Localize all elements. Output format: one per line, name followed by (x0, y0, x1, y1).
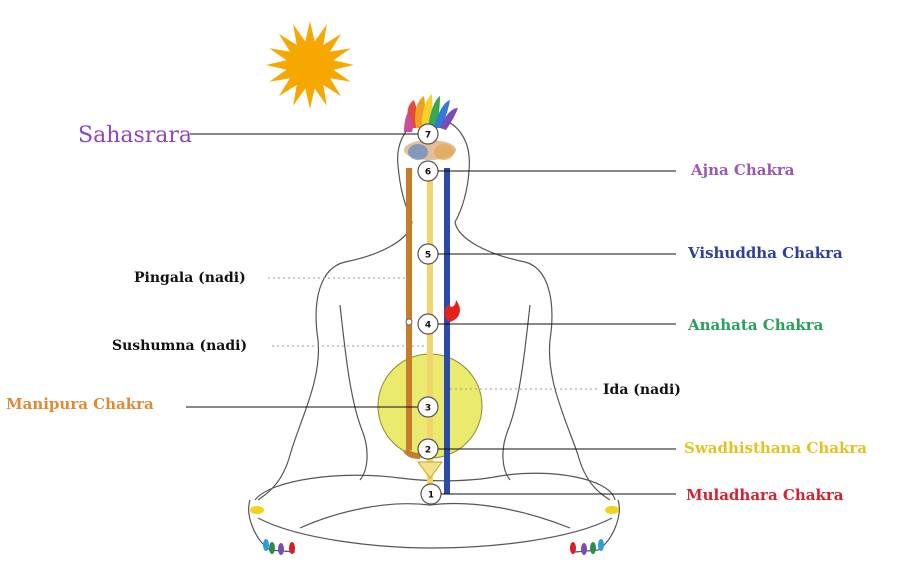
leader-lines (186, 133, 676, 495)
flame-icon (444, 300, 460, 322)
crescent-moon-icon (531, 40, 577, 88)
lotus-crown (404, 94, 458, 160)
label-manipura-chakra: Manipura Chakra (6, 395, 154, 413)
root-triangle (417, 461, 443, 479)
heart-point (405, 318, 413, 326)
label-anahata-chakra: Anahata Chakra (687, 316, 824, 334)
label-sahasrara: Sahasrara (78, 123, 192, 148)
label-vishuddha-chakra: Vishuddha Chakra (687, 244, 843, 262)
chakra-circle-1: 1 (420, 483, 442, 505)
dotted-leader-lines (268, 277, 598, 390)
chakra-circle-2: 2 (417, 438, 439, 460)
chakra-circle-7: 7 (417, 123, 439, 145)
label-muladhara-chakra: Muladhara Chakra (686, 486, 844, 504)
svg-text:7: 7 (425, 131, 431, 141)
chakra-circle-6: 6 (417, 160, 439, 182)
label-swadhisthana-chakra: Swadhisthana Chakra (684, 439, 867, 457)
chakra-circle-4: 4 (417, 313, 439, 335)
svg-text:1: 1 (428, 491, 434, 501)
meditating-figure-outline (248, 117, 620, 553)
label-pingala-nadi: Pingala (nadi) (134, 270, 246, 286)
svg-text:6: 6 (425, 168, 431, 178)
pingala-nadi-channel (406, 168, 412, 450)
svg-text:3: 3 (425, 404, 431, 414)
sun-icon (266, 21, 354, 109)
svg-text:4: 4 (425, 321, 431, 331)
chakra-circle-5: 5 (417, 243, 439, 265)
svg-text:2: 2 (425, 446, 431, 456)
svg-text:5: 5 (425, 251, 431, 261)
label-ida-nadi: Ida (nadi) (603, 382, 681, 398)
label-sushumna-nadi: Sushumna (nadi) (112, 338, 247, 354)
finger-tips (250, 506, 619, 555)
chakra-circle-3: 3 (417, 396, 439, 418)
label-ajna-chakra: Ajna Chakra (690, 161, 795, 179)
ida-nadi-channel (444, 168, 450, 494)
